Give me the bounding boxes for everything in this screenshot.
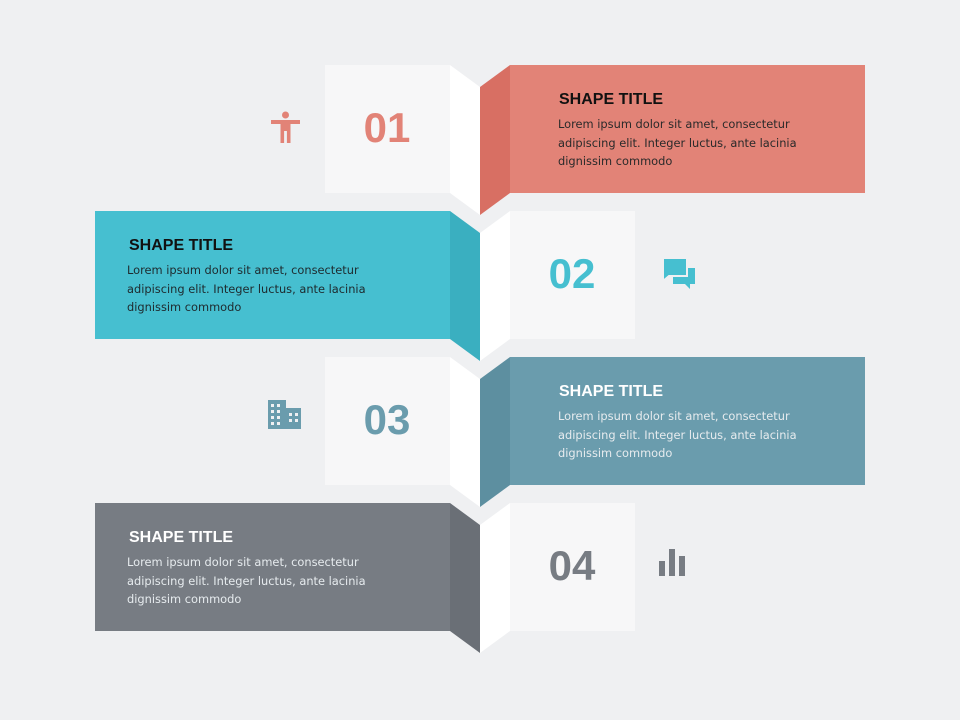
step-1-fold [450,65,480,215]
step-2-color-fold [450,211,480,361]
step-4-fold [480,503,510,653]
step-3-fold [450,357,480,507]
step-3-number-box [325,357,450,485]
step-2-fold [480,211,510,361]
step-1-body: Lorem ipsum dolor sit amet, consectetur … [558,117,797,168]
step-3-title: SHAPE TITLE [559,383,664,400]
step-2-number: 02 [548,250,596,297]
step-2-body: Lorem ipsum dolor sit amet, consectetur … [127,263,366,314]
step-1-color-fold [480,65,510,215]
step-4-number: 04 [548,542,596,589]
step-4-body: Lorem ipsum dolor sit amet, consectetur … [127,555,366,606]
step-3-body: Lorem ipsum dolor sit amet, consectetur … [558,409,797,460]
person-icon [270,111,302,150]
step-4-number-box [510,503,635,631]
step-4-color-bar [95,503,450,631]
step-1-number: 01 [363,104,411,151]
step-1-color-bar [510,65,865,193]
step-1-title: SHAPE TITLE [559,91,664,108]
step-4-color-fold [450,503,480,653]
step-2-number-box [510,211,635,339]
step-1-number-box [325,65,450,193]
bar-chart-icon [659,549,687,582]
step-2-title: SHAPE TITLE [129,237,234,254]
step-3-color-bar [510,357,865,485]
step-3-number: 03 [363,396,411,443]
step-4-title: SHAPE TITLE [129,529,234,546]
step-2-color-bar [95,211,450,339]
building-icon [268,400,301,435]
step-3-color-fold [480,357,510,507]
chat-icon [662,257,697,295]
